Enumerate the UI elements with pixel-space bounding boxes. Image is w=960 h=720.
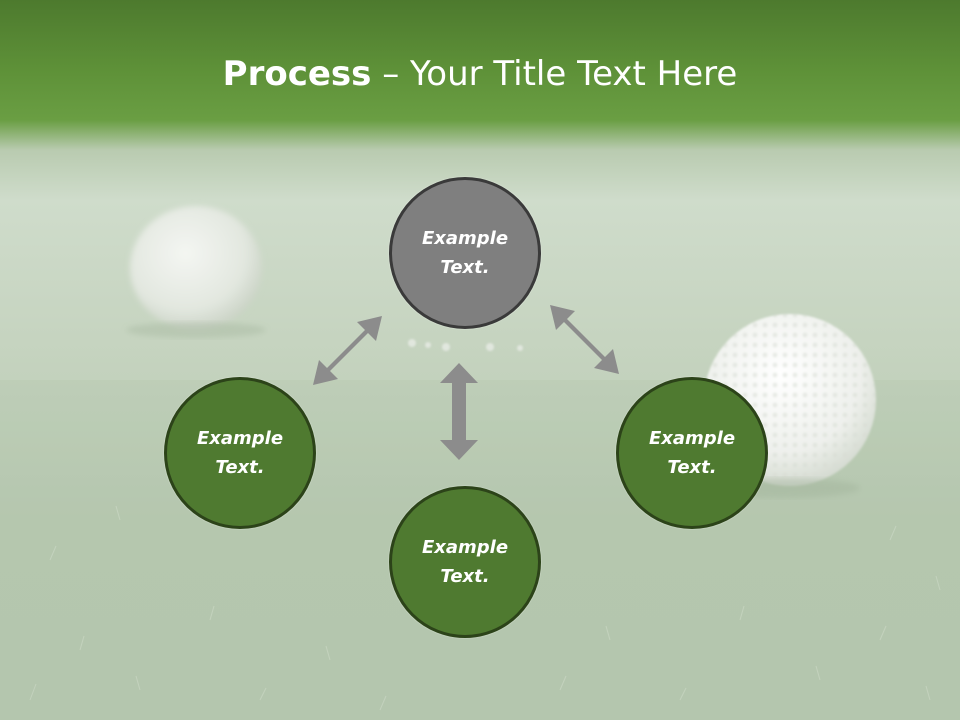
process-node-bottom: Example Text. bbox=[389, 486, 541, 638]
process-node-right-label: Example Text. bbox=[648, 428, 736, 478]
process-node-bottom-label: Example Text. bbox=[421, 537, 509, 587]
process-node-right: Example Text. bbox=[616, 377, 768, 529]
title-text: Your Title Text Here bbox=[410, 54, 738, 94]
process-node-left-label: Example Text. bbox=[196, 428, 284, 478]
title-separator: – bbox=[371, 54, 411, 94]
arrow-top-right bbox=[550, 305, 619, 374]
process-node-top: Example Text. bbox=[389, 177, 541, 329]
process-node-top-label: Example Text. bbox=[421, 228, 509, 278]
title-bold: Process bbox=[222, 54, 372, 94]
golf-ball-far-icon bbox=[130, 206, 262, 330]
slide-title: Process – Your Title Text Here bbox=[0, 52, 960, 96]
process-node-left: Example Text. bbox=[164, 377, 316, 529]
arrow-top-left bbox=[313, 316, 382, 385]
arrow-vertical bbox=[440, 363, 478, 460]
